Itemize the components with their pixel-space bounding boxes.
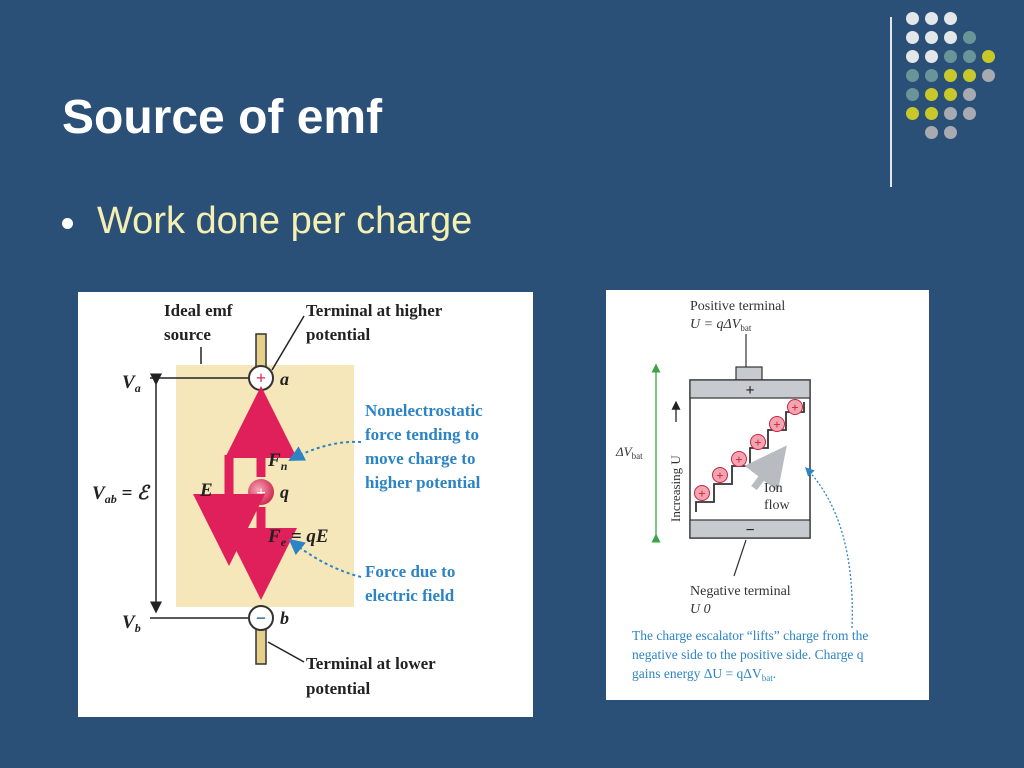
- decorative-dot: [982, 50, 995, 63]
- decorative-dot: [944, 88, 957, 101]
- bullet-dot-icon: [62, 218, 73, 229]
- force-due-leader: [288, 538, 362, 578]
- battery-plus-sign: +: [745, 382, 754, 399]
- terminal-post-bottom: [255, 627, 267, 665]
- bullet-item: Work done per charge: [62, 200, 472, 243]
- label-terminal-low-1: Terminal at lower: [306, 654, 436, 673]
- ion-charge: [712, 467, 728, 483]
- slide-title: Source of emf: [62, 91, 383, 144]
- caption-leader: [805, 467, 853, 629]
- decorative-dot: [906, 107, 919, 120]
- label-positive-terminal: Positive terminal: [690, 299, 785, 314]
- label-increasing-u: Increasing U: [668, 455, 683, 522]
- ion-charge-sign: +: [735, 452, 742, 467]
- label-u-top: U = qΔVbat: [690, 317, 752, 333]
- negative-terminal: [248, 605, 274, 631]
- decorative-dot: [944, 107, 957, 120]
- terminal-low-leader: [267, 641, 305, 663]
- label-force-due-2: electric field: [365, 586, 455, 605]
- ion-charge-sign: +: [791, 400, 798, 415]
- decorative-dot: [944, 126, 957, 139]
- label-terminal-high-1: Terminal at higher: [306, 301, 443, 320]
- charge-q-sign: +: [256, 483, 266, 502]
- battery-terminal-nub: [735, 366, 763, 382]
- label-b: b: [280, 608, 289, 628]
- charge-escalator-diagram: Positive terminal U = qΔVbat + − + + + +…: [606, 290, 929, 700]
- label-e-field: E: [199, 480, 213, 501]
- emf-source-diagram: + − + Ideal emf source Terminal at highe…: [78, 292, 533, 717]
- terminal-post-top: [255, 333, 267, 371]
- ion-charge: [787, 399, 803, 415]
- decorative-dot: [925, 126, 938, 139]
- battery-minus-sign: −: [745, 522, 754, 539]
- decorative-dot: [925, 69, 938, 82]
- decorative-dot: [963, 88, 976, 101]
- positive-terminal-sign: +: [256, 368, 266, 388]
- label-flow: flow: [764, 498, 791, 513]
- label-ideal-emf-1: Ideal emf: [164, 301, 233, 320]
- ion-charge-sign: +: [698, 486, 705, 501]
- decorative-dot: [925, 107, 938, 120]
- decorative-dot: [944, 50, 957, 63]
- label-nonelectrostatic-1: Nonelectrostatic: [365, 401, 483, 420]
- decorative-dot: [925, 88, 938, 101]
- label-nonelectrostatic-3: move charge to: [365, 449, 475, 468]
- decorative-dot: [925, 12, 938, 25]
- emf-source-svg: + − + Ideal emf source Terminal at highe…: [92, 301, 483, 698]
- decorative-dot: [906, 69, 919, 82]
- label-vab: Vab = ℰ: [92, 483, 151, 506]
- label-va: Va: [122, 372, 141, 395]
- label-nonelectrostatic-4: higher potential: [365, 473, 481, 492]
- label-force-due-1: Force due to: [365, 562, 455, 581]
- decorative-dot: [906, 50, 919, 63]
- ion-flow-arrow: [744, 445, 787, 492]
- ion-charge-sign: +: [754, 435, 761, 450]
- decorative-dot-grid: [906, 12, 1006, 172]
- decorative-dot: [963, 69, 976, 82]
- decorative-dot: [944, 31, 957, 44]
- decorative-dot: [906, 12, 919, 25]
- nonelectrostatic-leader: [288, 440, 362, 461]
- battery-positive-plate: [689, 379, 811, 399]
- decorative-dot: [982, 69, 995, 82]
- bullet-text: Work done per charge: [97, 200, 473, 242]
- decorative-dot: [906, 31, 919, 44]
- negative-terminal-sign: −: [256, 608, 266, 628]
- label-ideal-emf-2: source: [164, 325, 211, 344]
- terminal-high-leader: [271, 315, 305, 371]
- label-a: a: [280, 369, 289, 389]
- battery-negative-plate: [689, 519, 811, 539]
- label-terminal-high-2: potential: [306, 325, 371, 344]
- caption-line-1: The charge escalator “lifts” charge from…: [632, 628, 868, 643]
- decorative-dot: [925, 50, 938, 63]
- ion-charge-sign: +: [773, 417, 780, 432]
- ion-charge: [694, 485, 710, 501]
- label-delta-v: ΔVbat: [615, 444, 643, 461]
- label-terminal-low-2: potential: [306, 679, 371, 698]
- decorative-dot: [963, 50, 976, 63]
- label-ion: Ion: [764, 481, 783, 496]
- label-nonelectrostatic-2: force tending to: [365, 425, 479, 444]
- decorative-dot: [963, 31, 976, 44]
- label-negative-terminal: Negative terminal: [690, 584, 791, 599]
- decorative-dot: [963, 107, 976, 120]
- caption-line-3: gains energy ΔU = qΔVbat.: [632, 666, 776, 683]
- caption-line-2: negative side to the positive side. Char…: [632, 647, 864, 662]
- label-fn: Fn: [267, 450, 288, 473]
- charge-escalator-svg: Positive terminal U = qΔVbat + − + + + +…: [615, 299, 868, 683]
- label-fe: Fe = qE: [267, 526, 329, 549]
- decorative-divider: [890, 17, 892, 187]
- decorative-dot: [906, 88, 919, 101]
- ion-charge-sign: +: [716, 468, 723, 483]
- negative-terminal-leader: [733, 539, 747, 577]
- decorative-dot: [925, 31, 938, 44]
- ion-charge: [769, 416, 785, 432]
- decorative-dot: [944, 69, 957, 82]
- label-vb: Vb: [122, 612, 141, 635]
- decorative-dot: [944, 12, 957, 25]
- label-q: q: [280, 482, 289, 502]
- label-u-bottom: U 0: [690, 602, 711, 617]
